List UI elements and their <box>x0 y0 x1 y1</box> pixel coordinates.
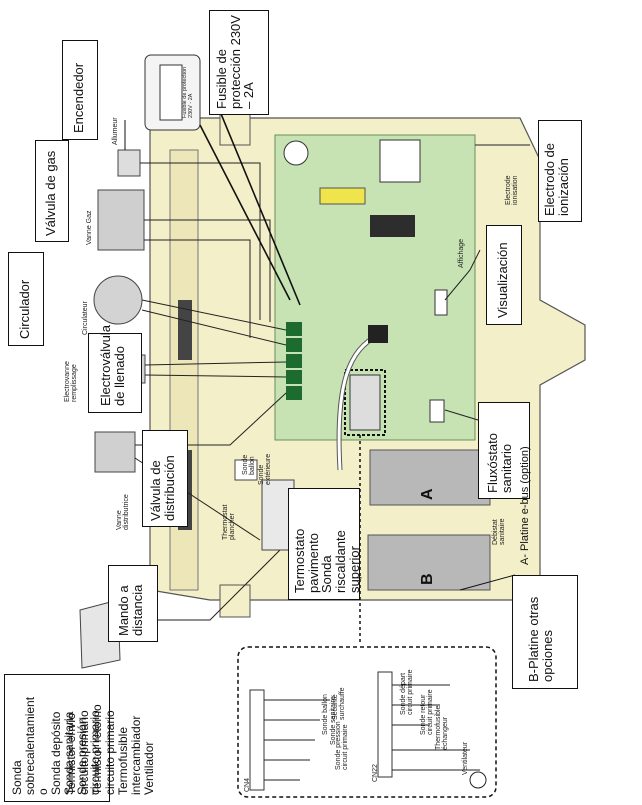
wire-fill-valve <box>144 361 287 366</box>
option-plate-b <box>367 534 491 591</box>
circulador-label: Circulador <box>17 279 32 339</box>
terminal-strip-upper <box>178 300 192 360</box>
board-capacitor <box>283 140 309 166</box>
wire-circulator <box>141 299 287 331</box>
ic-array <box>349 374 381 431</box>
relay <box>286 322 302 336</box>
board-connector <box>434 289 448 316</box>
cn22-wiring <box>392 684 480 771</box>
igniter-body <box>117 149 141 177</box>
wire-igniter <box>140 162 261 320</box>
encendedor-callout: Encendedor <box>62 40 98 140</box>
relay <box>286 338 302 352</box>
thermostat-slot <box>234 459 258 481</box>
wire-gas-valve <box>144 219 271 322</box>
bottom-bracket <box>219 584 251 618</box>
visualizacion-label: Visualización <box>495 242 510 318</box>
circulator-pump-body <box>93 275 143 325</box>
ribbon-connector <box>368 325 388 343</box>
board-connector <box>429 399 445 423</box>
wire-circulator-2 <box>141 309 287 346</box>
options-pointer <box>459 574 516 591</box>
circulateur-label: Circulateur <box>82 301 89 335</box>
fuse-pointer <box>199 124 291 301</box>
fuse-pointer-2 <box>211 91 301 306</box>
cn4-connector <box>249 689 265 791</box>
diverter-valve-body <box>94 431 136 473</box>
relay <box>286 386 302 400</box>
plate-b-letter: B <box>419 573 436 585</box>
platine-ebus-label: A- Platine e-bus (option) <box>519 446 531 565</box>
ebus-dotted-zone <box>344 369 386 436</box>
cn22-label: CN22 <box>372 764 379 782</box>
relay <box>286 370 302 384</box>
option-plate-a <box>369 449 491 506</box>
encendedor-label: Encendedor <box>71 62 86 133</box>
ventilateur-label: Ventilateur <box>462 741 469 775</box>
gas-valve-body <box>97 189 145 251</box>
valvula-gas-callout: Válvula de gas <box>35 140 69 242</box>
fuse-cartridge <box>159 64 183 121</box>
affichage-label: Affichage <box>458 238 465 268</box>
relay <box>286 354 302 368</box>
cn4-label: CN4 <box>244 777 251 792</box>
cn4-wiring <box>264 699 330 781</box>
board-transformer <box>379 139 421 183</box>
wire-display <box>444 249 481 301</box>
board-chip <box>370 215 415 237</box>
sonde-ballon-b-label: Sonde ballon <box>322 694 329 735</box>
valvula-gas-label: Válvula de gas <box>43 150 58 236</box>
cn22-connector <box>377 671 393 778</box>
allumeur-label: Allumeur <box>112 117 119 145</box>
wire-flow-switch <box>444 409 479 421</box>
board-chip-yellow <box>319 187 366 205</box>
options-inset <box>237 646 497 798</box>
wire-gas-valve-2 <box>144 239 251 338</box>
wire-fill-valve-2 <box>144 374 287 378</box>
plate-a-letter: A <box>419 488 436 500</box>
circulador-callout: Circulador <box>8 252 44 346</box>
visualizacion-callout: Visualización <box>486 225 522 325</box>
fan-symbol <box>469 771 487 789</box>
vanne-gaz-label: Vanne Gaz <box>86 210 93 245</box>
